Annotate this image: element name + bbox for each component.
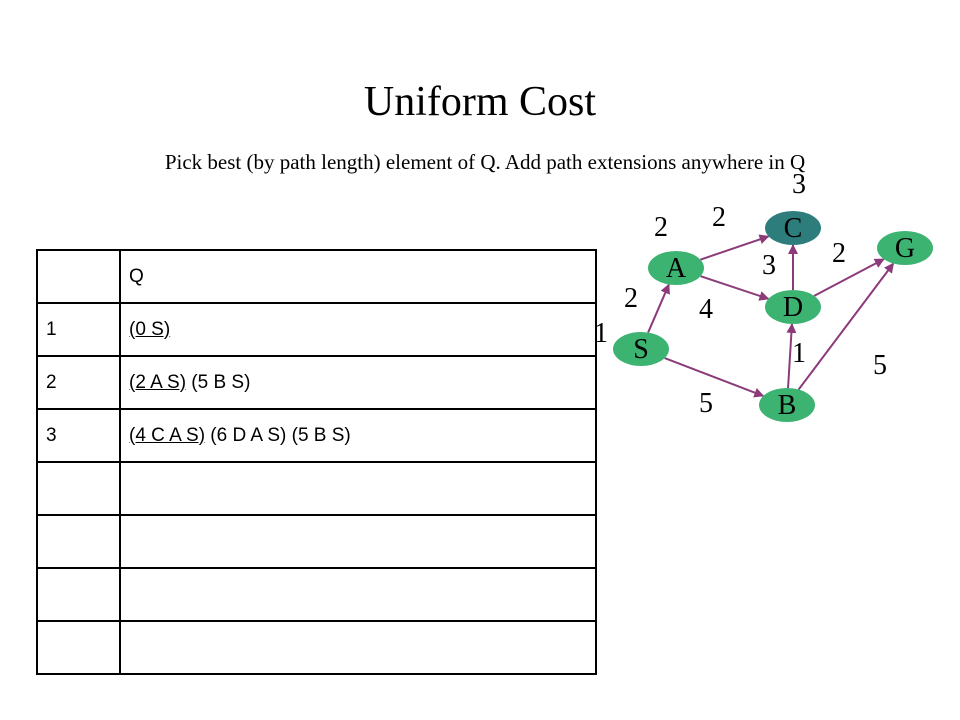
header-queue-cell: Q [119, 249, 597, 304]
edge-S-B [664, 357, 765, 398]
table-header-row: Q [36, 249, 597, 304]
edge-weight-S-A: 2 [624, 283, 638, 314]
edge-B-D [786, 322, 797, 389]
node-label: C [784, 213, 803, 244]
table-row [36, 514, 597, 569]
table-row: 2 (2 A S) (5 B S) [36, 355, 597, 410]
edge-weight-A-D: 4 [699, 294, 713, 325]
node-G: G [877, 231, 933, 265]
edge-weight-D-G: 2 [832, 238, 846, 269]
node-shape [877, 231, 933, 265]
node-label: A [666, 253, 687, 284]
edge-weight-A-C: 2 [712, 202, 726, 233]
table-row [36, 620, 597, 675]
node-C: C [765, 211, 821, 245]
edge-weight-B-D: 1 [792, 338, 806, 369]
edge-weight-B-G: 5 [873, 350, 887, 381]
edges-layer [647, 234, 895, 398]
row-queue [119, 514, 597, 569]
header-index-cell [36, 249, 121, 304]
row-index [36, 567, 121, 622]
edge-A-D [700, 275, 770, 301]
page-title: Uniform Cost [363, 79, 597, 125]
row-queue [119, 620, 597, 675]
row-queue: (4 C A S) (6 D A S) (5 B S) [119, 408, 597, 463]
row-index: 1 [36, 302, 121, 357]
node-shape [765, 211, 821, 245]
selected-path: (4 C A S) [129, 424, 206, 446]
table-row: 3 (4 C A S) (6 D A S) (5 B S) [36, 408, 597, 463]
row-index [36, 514, 121, 569]
node-cost-A: 2 [654, 212, 668, 243]
row-index [36, 620, 121, 675]
row-index: 3 [36, 408, 121, 463]
node-cost-C: 3 [792, 169, 806, 200]
weights-layer: 2 2 4 5 1 3 2 5 [624, 202, 887, 419]
node-label: B [778, 390, 797, 421]
edge-D-G [813, 258, 885, 297]
node-shape [765, 290, 821, 324]
node-S: S [613, 332, 669, 366]
row-index: 2 [36, 355, 121, 410]
selected-path: (2 A S) [129, 371, 187, 393]
node-shape [648, 251, 704, 285]
remaining-paths: (6 D A S) (5 B S) [205, 424, 351, 446]
node-cost-S: 1 [594, 318, 608, 349]
node-D: D [765, 290, 821, 324]
node-shape [613, 332, 669, 366]
node-label: G [895, 233, 915, 264]
edge-B-G [797, 262, 895, 391]
node-shape [759, 388, 815, 422]
edge-weight-D-C: 3 [762, 250, 776, 281]
table-row [36, 461, 597, 516]
row-queue [119, 461, 597, 516]
table-row: 1 (0 S) [36, 302, 597, 357]
row-queue: (0 S) [119, 302, 597, 357]
row-queue: (2 A S) (5 B S) [119, 355, 597, 410]
costs-layer: 321 [594, 169, 806, 349]
edge-weight-S-B: 5 [699, 388, 713, 419]
queue-table: Q 1 (0 S) 2 (2 A S) (5 B S) 3 (4 C A S) … [36, 249, 597, 675]
node-B: B [759, 388, 815, 422]
row-queue [119, 567, 597, 622]
edge-S-A [647, 283, 670, 333]
node-label: S [633, 334, 649, 365]
remaining-paths: (5 B S) [186, 371, 251, 393]
node-label: D [783, 292, 803, 323]
table-row [36, 567, 597, 622]
nodes-layer: S A C D G B [613, 211, 933, 422]
selected-path: (0 S) [129, 318, 171, 340]
node-A: A [648, 251, 704, 285]
row-index [36, 461, 121, 516]
page-subtitle: Pick best (by path length) element of Q.… [164, 150, 806, 174]
edge-A-C [700, 234, 770, 261]
